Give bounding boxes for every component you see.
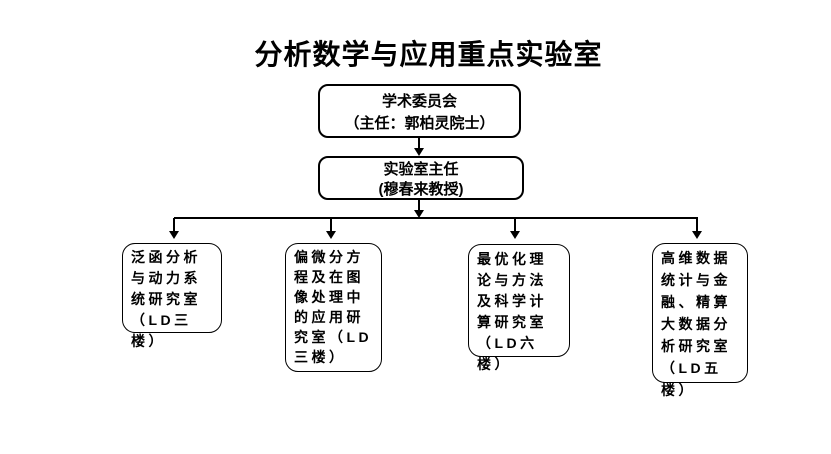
node-lab-pde-image-processing: 偏微分方 程及在图 像处理中 的应用研 究室（LD 三楼）	[285, 243, 382, 372]
connector-lab4-line	[696, 218, 698, 231]
arrow-down-icon	[414, 148, 424, 156]
arrow-down-icon	[692, 231, 702, 239]
connector-committee-director-line	[418, 138, 420, 148]
connector-lab1-line	[173, 218, 175, 231]
arrow-down-icon	[326, 231, 336, 239]
node-lab-high-dim-data: 高维数据 统计与金 融、精算 大数据分 析研究室 （LD五楼）	[652, 243, 748, 398]
node-academic-committee: 学术委员会 （主任：郭柏灵院士）	[318, 84, 521, 138]
connector-bus-line	[174, 217, 698, 219]
node-lab-optimization: 最优化理 论与方法 及科学计 算研究室 （LD六楼）	[468, 244, 570, 372]
page-title: 分析数学与应用重点实验室	[254, 39, 603, 70]
node-lab-director: 实验室主任 (穆春来教授)	[318, 156, 524, 200]
connector-director-bus-line	[418, 200, 420, 210]
arrow-down-icon	[414, 210, 424, 218]
arrow-down-icon	[510, 231, 520, 239]
connector-lab3-line	[514, 218, 516, 231]
arrow-down-icon	[169, 231, 179, 239]
node-lab-functional-analysis: 泛函分析 与动力系 统研究室 （LD三楼）	[122, 243, 222, 349]
connector-lab2-line	[330, 218, 332, 231]
